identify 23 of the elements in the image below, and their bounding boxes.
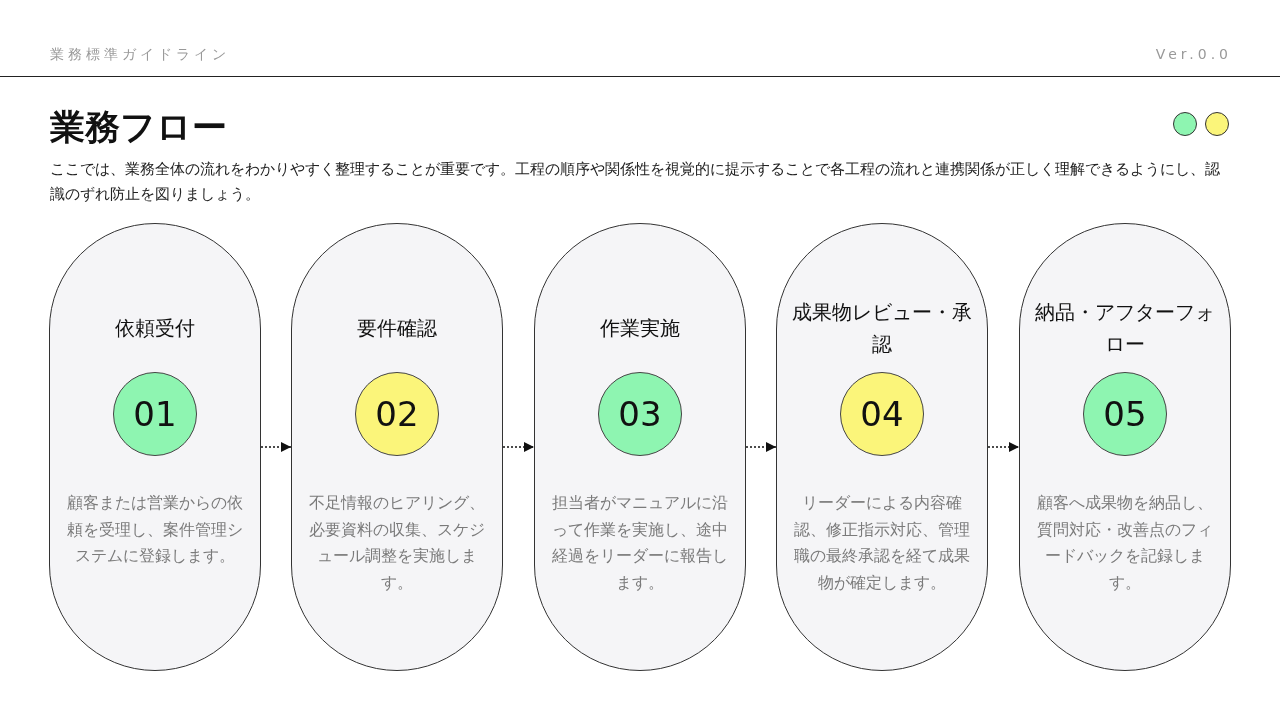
version-label: Ver.0.0 xyxy=(1155,46,1232,62)
step-number-circle: 02 xyxy=(355,372,439,456)
step-description: 顧客へ成果物を納品し、質問対応・改善点のフィードバックを記録します。 xyxy=(1036,492,1214,594)
step-description: 不足情報のヒアリング、必要資料の収集、スケジュール調整を実施します。 xyxy=(308,492,486,594)
step-number-circle: 03 xyxy=(598,372,682,456)
arrow xyxy=(260,442,292,452)
step-title: 要件確認 xyxy=(356,315,438,342)
step-description: 担当者がマニュアルに沿って作業を実施し、途中経過をリーダーに報告します。 xyxy=(551,492,729,594)
page-title: 業務フロー xyxy=(50,106,227,149)
step-title: 成果物レビュー・承認 xyxy=(791,299,973,358)
step-number-circle: 05 xyxy=(1083,372,1167,456)
step-title: 依頼受付 xyxy=(114,315,196,342)
arrow xyxy=(987,442,1020,452)
step-description: リーダーによる内容確認、修正指示対応、管理職の最終承認を経て成果物が確定します。 xyxy=(793,492,971,594)
step-title: 納品・アフターフォロー xyxy=(1034,299,1216,358)
step-number-circle: 04 xyxy=(840,372,924,456)
step-description: 顧客または営業からの依頼を受理し、案件管理システムに登録します。 xyxy=(66,492,244,567)
step-title: 作業実施 xyxy=(599,315,681,342)
header-label: 業務標準ガイドライン xyxy=(50,46,230,64)
step-number-circle: 01 xyxy=(113,372,197,456)
description-text: ここでは、業務全体の流れをわかりやすく整理することが重要です。工程の順序や関係性を視覚的に提示することで各工程の流れと連携関係が正しく理解できるようにし、認識のずれ防止を図りましょう。 xyxy=(50,159,1221,205)
arrow xyxy=(745,442,777,452)
arrow xyxy=(502,442,535,452)
